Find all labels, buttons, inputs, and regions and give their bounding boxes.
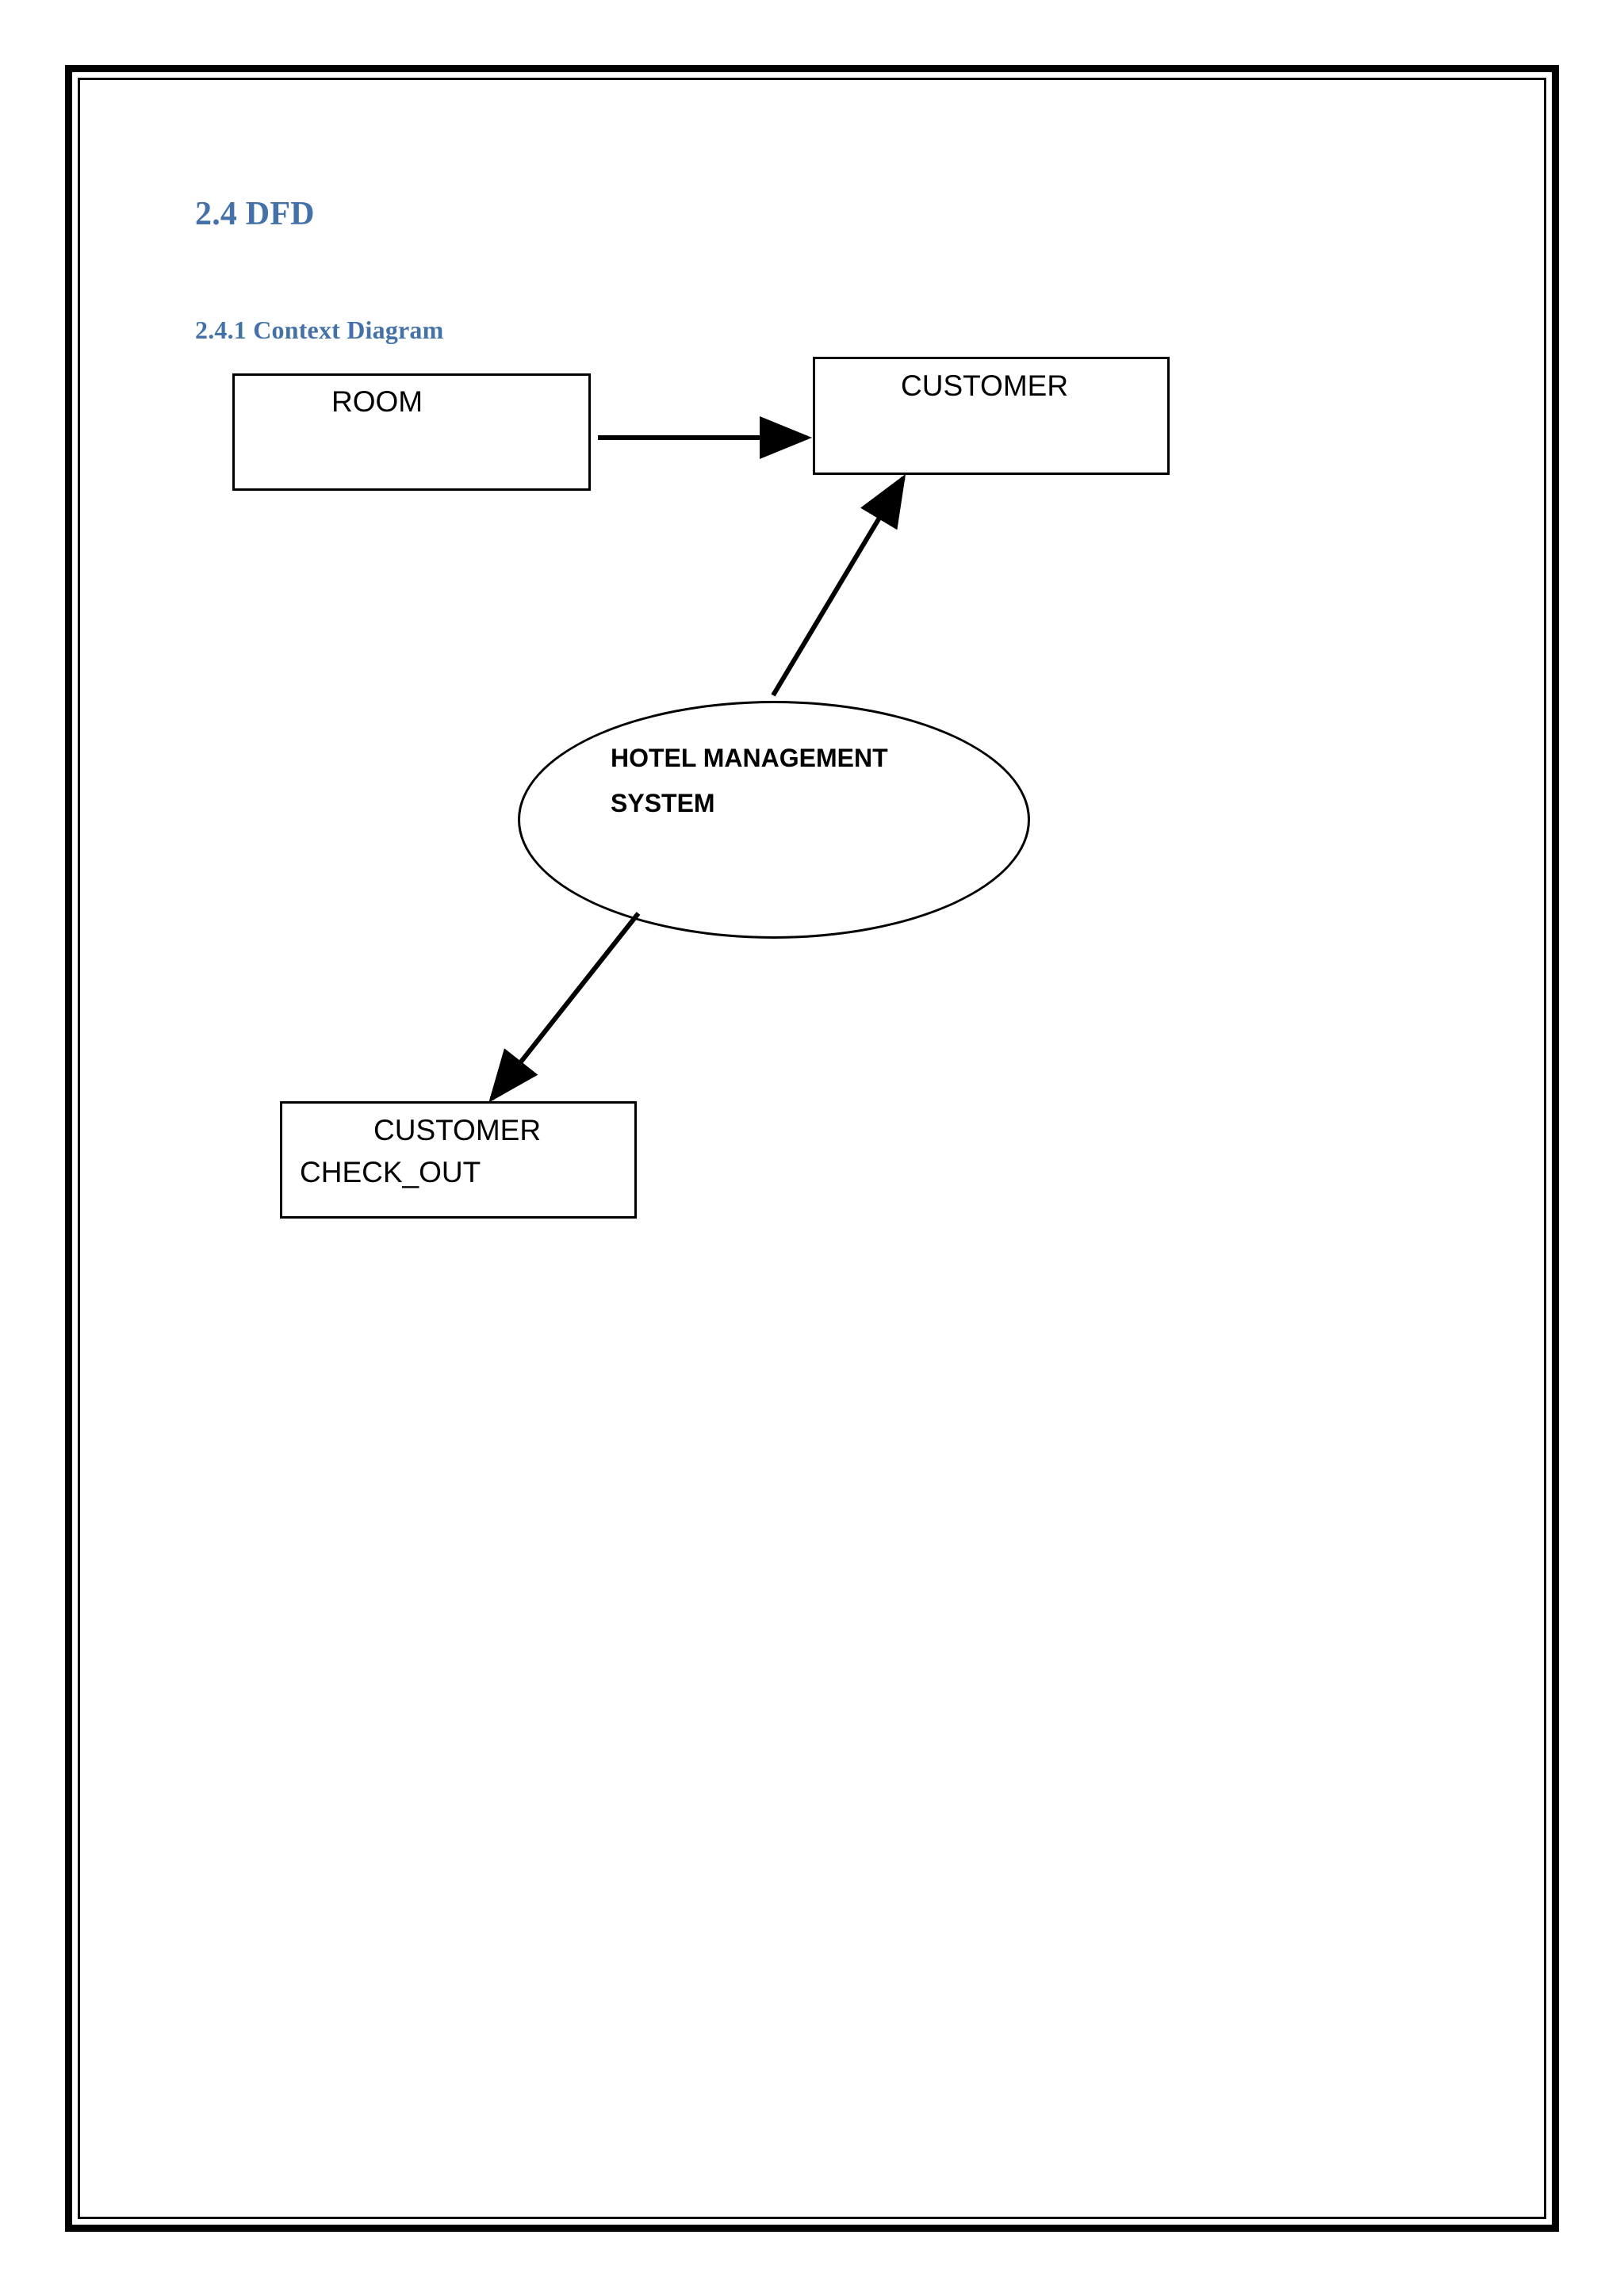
process-label-line2: SYSTEM — [611, 788, 715, 817]
flow-system-to-customer — [771, 473, 906, 697]
entity-customer-label: CUSTOMER — [901, 369, 1069, 402]
entity-customer[interactable] — [813, 357, 1170, 475]
flow-system-to-customer-check-out — [488, 912, 641, 1103]
process-label: HOTEL MANAGEMENT SYSTEM — [611, 736, 888, 826]
entity-customer-check-out-label-line1: CUSTOMER — [373, 1114, 542, 1146]
subsection-heading: 2.4.1 Context Diagram — [195, 316, 444, 344]
entity-room[interactable] — [232, 373, 591, 491]
process-hotel-management-system[interactable] — [518, 701, 1030, 939]
section-heading: 2.4 DFD — [195, 196, 315, 232]
process-label-line1: HOTEL MANAGEMENT — [611, 744, 888, 772]
entity-room-label: ROOM — [331, 385, 423, 418]
entity-customer-check-out-label-line2: CHECK_OUT — [300, 1156, 481, 1188]
entity-customer-check-out[interactable] — [280, 1101, 637, 1219]
